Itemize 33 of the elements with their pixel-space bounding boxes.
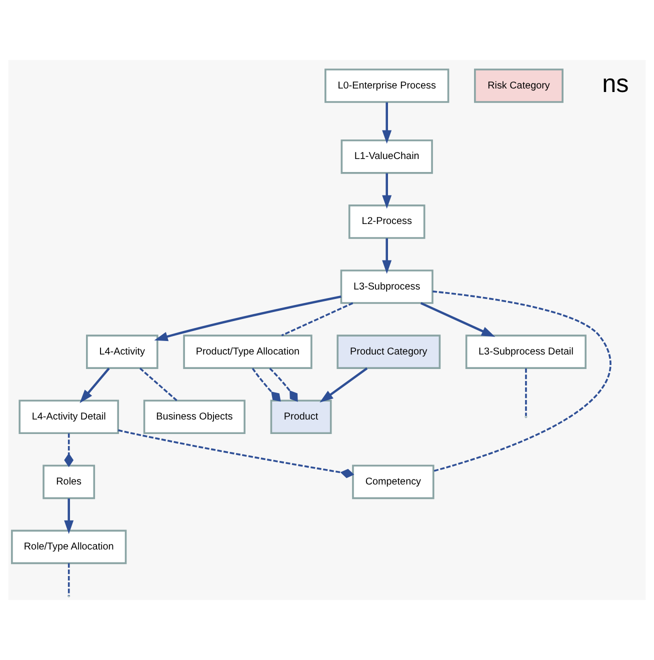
node-box: Business Objects [143,400,246,434]
node-box: L0-Enterprise Process [324,68,450,103]
node-box: L4-Activity Detail [18,400,119,434]
arrow [382,238,392,274]
node-box: Role/Type Allocation [11,530,127,564]
node-box: Risk Category [474,68,564,103]
arrow [382,102,392,144]
node-box: L2-Process [348,204,426,239]
arrow [154,296,342,342]
node-box: Product Category [336,334,441,369]
connector [525,368,527,416]
node-box: L4-Activity [86,334,158,369]
node-box: Competency [352,464,434,500]
arrow [64,498,74,534]
arrow [382,173,392,209]
arrow [320,367,368,402]
connector [252,368,281,402]
node-box: Product [270,400,332,434]
connector [432,290,612,472]
arrow [80,368,110,404]
node-box: Roles [42,464,96,500]
node-box: L3-Subprocess Detail [465,334,587,369]
connector [139,368,178,402]
node-box: Product/Type Allocation [183,334,312,369]
connector [68,563,70,596]
node-box: L1-ValueChain [340,140,433,174]
label: ns [602,70,629,98]
arrow [420,302,496,337]
node-box: L3-Subprocess [340,270,434,304]
connector [64,433,74,468]
connector [269,368,298,402]
connector [281,302,354,336]
connector [118,429,354,478]
